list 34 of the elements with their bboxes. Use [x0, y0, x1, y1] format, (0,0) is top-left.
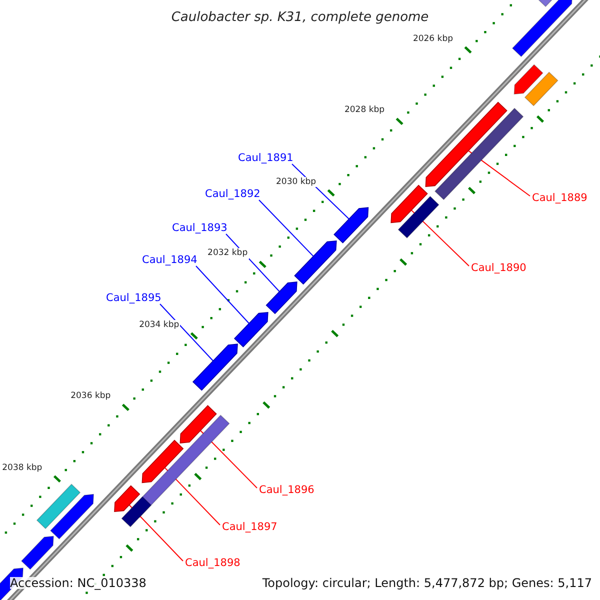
- scale-label: 2028 kbp: [343, 105, 386, 116]
- leader-line: [160, 304, 214, 362]
- gene-label: Caul_1895: [106, 293, 162, 304]
- scale-label: 2030 kbp: [275, 176, 318, 188]
- gene-bar: [234, 312, 268, 348]
- gene-bar: [425, 102, 508, 188]
- gene-label: Caul_1896: [259, 485, 314, 496]
- leader-line: [164, 467, 220, 526]
- scale-label: 2034 kbp: [138, 320, 180, 330]
- scale-label: 2032 kbp: [206, 248, 249, 259]
- gene-bar: [180, 405, 217, 444]
- gene-bar: [142, 440, 184, 484]
- gene-label: Caul_1897: [222, 522, 278, 532]
- genome-info-text: Topology: circular; Length: 5,477,872 bp; Genes: 5,117: [262, 577, 592, 589]
- gene-label: Caul_1894: [142, 255, 198, 266]
- scale-label: 2038 kbp: [1, 462, 44, 474]
- gene-label: Caul_1890: [471, 263, 526, 274]
- scale-label: 2036 kbp: [70, 391, 112, 402]
- gene-bar: [294, 240, 337, 285]
- gene-label: Caul_1889: [532, 193, 588, 204]
- gene-bar: [334, 207, 369, 244]
- gene-label: Caul_1892: [205, 189, 260, 200]
- leader-line: [196, 266, 250, 324]
- scale-label: 2026 kbp: [412, 34, 454, 44]
- leader-line: [258, 200, 314, 257]
- gene-bar: [266, 282, 298, 314]
- gene-label: Caul_1891: [238, 153, 294, 164]
- gene-label: Caul_1893: [172, 223, 228, 234]
- accession-text: Accession: NC_010338: [10, 577, 146, 589]
- gene-label: Caul_1898: [185, 558, 240, 568]
- gene-bar: [390, 184, 428, 224]
- gene-bar: [114, 485, 140, 512]
- title: Caulobacter sp. K31, complete genome: [170, 11, 430, 24]
- gene-bar: [192, 344, 238, 391]
